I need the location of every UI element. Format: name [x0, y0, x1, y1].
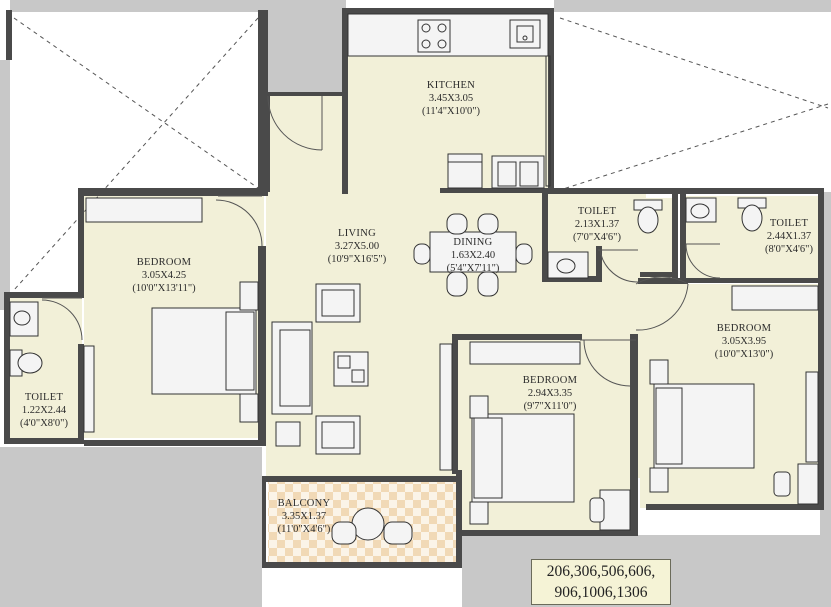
room-dimensions-imperial: (8'0"X4'6")	[765, 244, 813, 255]
room-dimensions-imperial: (9'7"X11'0")	[523, 401, 577, 412]
doors	[41, 95, 721, 387]
room-dimensions: 2.44X1.37	[766, 231, 812, 242]
room-label-bedroom-left: BEDROOM 3.05X4.25 (10'0"X13'11")	[132, 256, 195, 295]
walls	[4, 8, 824, 568]
room-name: TOILET	[769, 218, 809, 229]
room-dimensions-imperial: (4'0"X8'0")	[20, 418, 68, 429]
room-dimensions-imperial: (5'4"X7'11")	[446, 263, 500, 274]
living-furniture	[271, 283, 369, 455]
terrace-diagonals	[13, 17, 829, 291]
room-label-kitchen: KITCHEN 3.45X3.05 (11'4"X10'0")	[422, 79, 480, 118]
room-name: BEDROOM	[522, 375, 578, 386]
room-dimensions: 1.22X2.44	[21, 405, 67, 416]
room-label-bedroom-right: BEDROOM 3.05X3.95 (10'0"X13'0")	[715, 322, 773, 361]
mid-toilet-fixtures	[547, 199, 663, 279]
room-name: BEDROOM	[716, 323, 772, 334]
left-toilet-fixtures	[9, 301, 43, 377]
room-dimensions: 2.13X1.37	[574, 219, 620, 230]
center-bedroom-furniture	[439, 341, 631, 531]
room-label-dining: DINING 1.63X2.40 (5'4"X7'11")	[447, 236, 500, 275]
room-dimensions-imperial: (10'9"X16'5")	[327, 254, 387, 265]
dining-set	[413, 213, 533, 297]
room-name: BEDROOM	[136, 257, 192, 268]
room-label-toilet-left: TOILET 1.22X2.44 (4'0"X8'0")	[20, 391, 68, 430]
room-name: TOILET	[24, 392, 64, 403]
room-name: DINING	[453, 237, 493, 248]
room-dimensions: 3.05X3.95	[721, 336, 767, 347]
room-dimensions: 3.05X4.25	[141, 270, 187, 281]
right-toilet-fixtures	[685, 197, 767, 232]
room-name: LIVING	[338, 228, 376, 239]
room-dimensions-imperial: (11'0"X4'6")	[277, 524, 331, 535]
room-dimensions: 3.45X3.05	[428, 93, 474, 104]
room-name: KITCHEN	[426, 80, 476, 91]
room-dimensions: 3.27X5.00	[334, 241, 380, 252]
room-dimensions-imperial: (11'4"X10'0")	[421, 106, 481, 117]
room-label-toilet-right: TOILET 2.44X1.37 (8'0"X4'6")	[765, 217, 813, 256]
unit-numbers-line-1: 206,306,506,606,	[546, 563, 656, 580]
room-dimensions: 1.63X2.40	[450, 250, 496, 261]
room-label-toilet-mid: TOILET 2.13X1.37 (7'0"X4'6")	[573, 205, 621, 244]
room-dimensions-imperial: (7'0"X4'6")	[573, 232, 621, 243]
room-label-balcony: BALCONY 3.35X1.37 (11'0"X4'6")	[278, 497, 331, 536]
left-bedroom-furniture	[83, 197, 259, 433]
room-label-living: LIVING 3.27X5.00 (10'9"X16'5")	[328, 227, 386, 266]
room-dimensions-imperial: (10'0"X13'11")	[132, 283, 196, 294]
kitchen-fixtures	[347, 13, 551, 189]
right-bedroom-furniture	[649, 285, 819, 505]
room-dimensions-imperial: (10'0"X13'0")	[714, 349, 774, 360]
unit-numbers-box: 206,306,506,606, 906,1006,1306	[531, 559, 671, 605]
room-name: TOILET	[577, 206, 617, 217]
room-name: BALCONY	[277, 498, 331, 509]
room-dimensions: 3.35X1.37	[281, 511, 327, 522]
room-dimensions: 2.94X3.35	[527, 388, 573, 399]
balcony-furniture	[331, 507, 413, 545]
unit-numbers-line-2: 906,1006,1306	[554, 584, 648, 601]
room-label-bedroom-center: BEDROOM 2.94X3.35 (9'7"X11'0")	[523, 374, 578, 413]
